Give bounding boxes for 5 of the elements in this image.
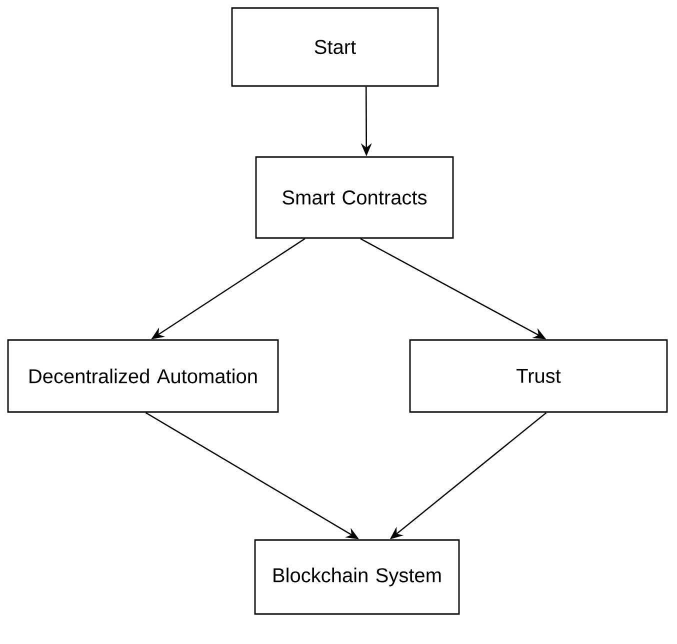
process-box: Start [231,7,439,87]
process-box: Decentralized Automation [7,339,279,413]
process-box: Blockchain System [254,539,460,615]
process-box: Smart Contracts [255,156,454,239]
process-box: Trust [409,339,668,413]
